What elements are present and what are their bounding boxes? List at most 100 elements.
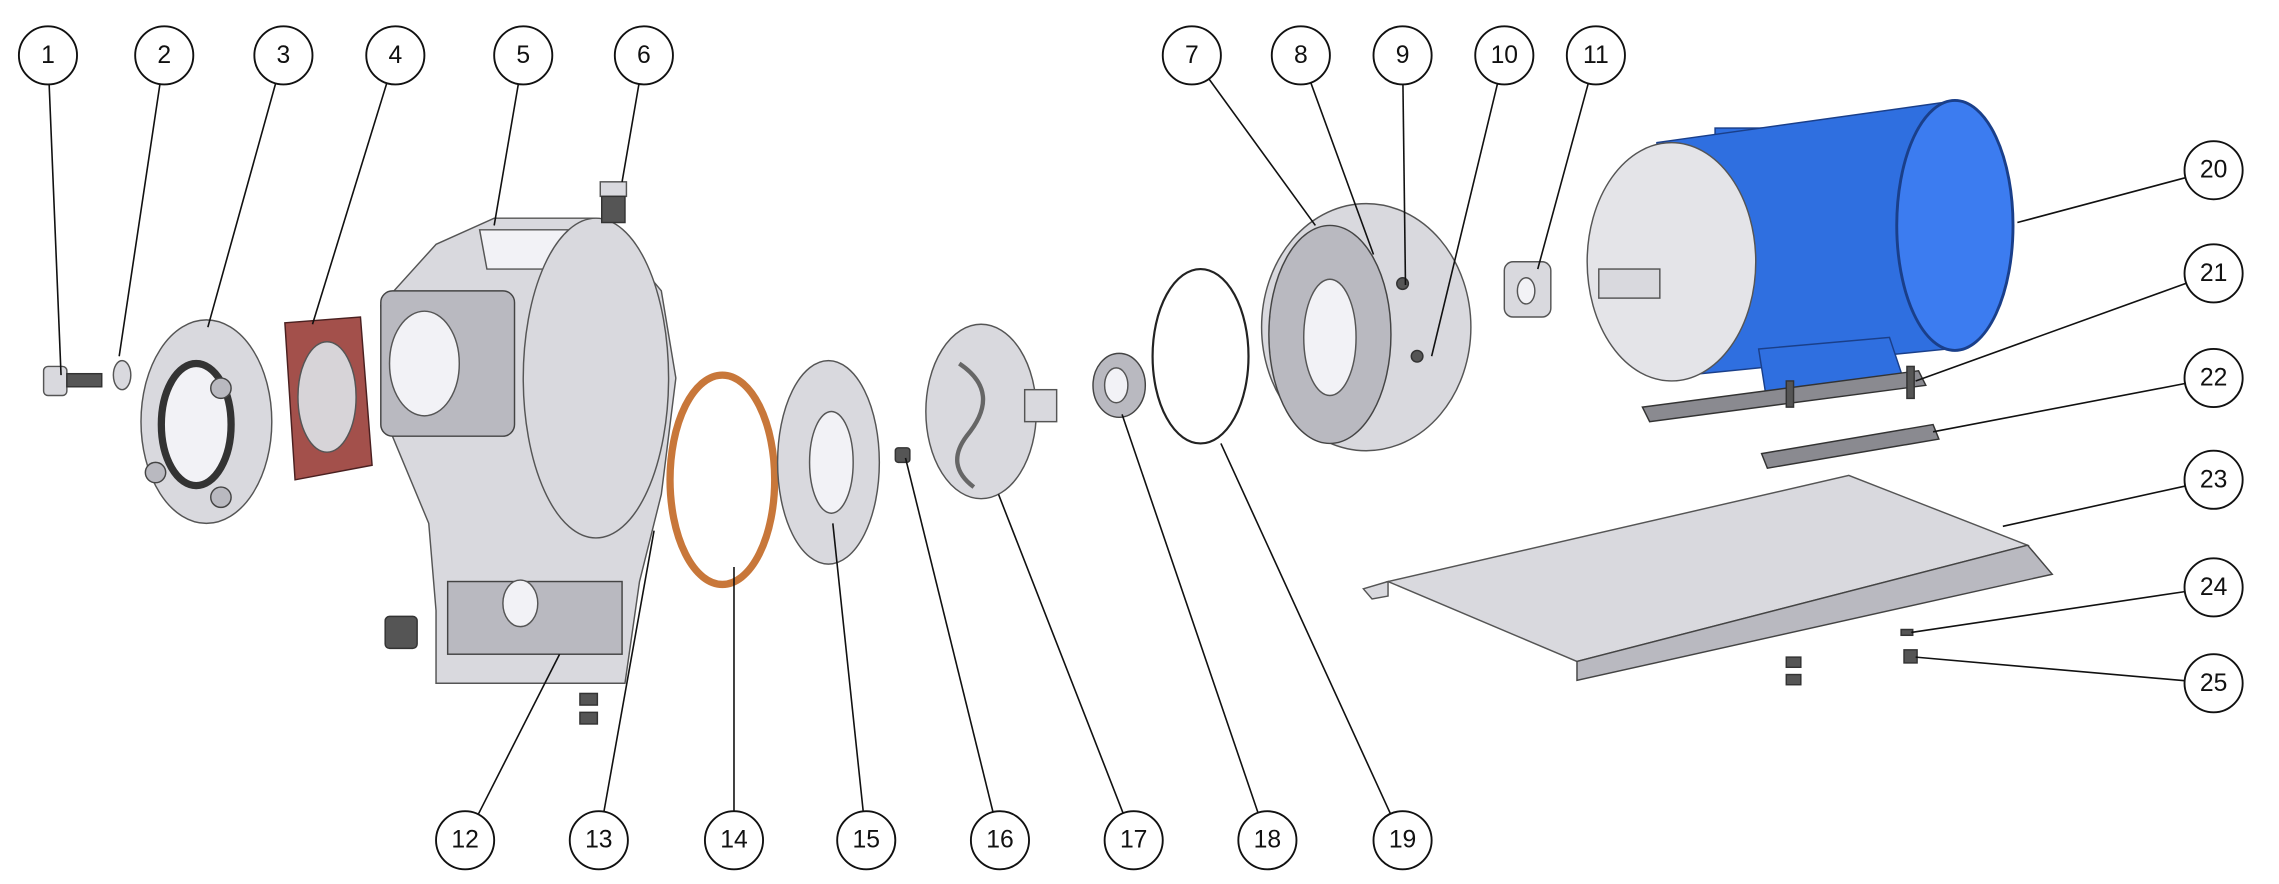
part-volute-gasket	[666, 371, 779, 589]
balloon-circle	[134, 25, 195, 86]
leader-line-18	[1121, 414, 1259, 813]
part-mechanical-seal	[1092, 352, 1147, 419]
balloon-label: 5	[516, 42, 530, 69]
leader-line-17	[997, 494, 1124, 814]
balloon-label: 7	[1185, 42, 1199, 69]
balloon-12: 12	[435, 810, 496, 871]
balloon-circle	[2183, 348, 2244, 409]
part-impeller	[925, 323, 1058, 500]
balloon-circle	[1372, 810, 1433, 871]
leader-line-15	[832, 523, 864, 812]
balloon-circle	[1372, 25, 1433, 86]
balloon-circle	[836, 810, 897, 871]
leader-line-19	[1220, 443, 1392, 815]
balloon-circle	[613, 25, 674, 86]
balloon-15: 15	[836, 810, 897, 871]
part-shaft-clamp	[1503, 261, 1552, 318]
balloon-3: 3	[253, 25, 314, 86]
balloon-13: 13	[568, 810, 629, 871]
balloon-label: 24	[2200, 574, 2227, 601]
balloon-19: 19	[1372, 810, 1433, 871]
balloon-circle	[253, 25, 314, 86]
balloon-label: 23	[2200, 466, 2227, 493]
part-hex-nut	[1903, 649, 1918, 664]
balloon-label: 2	[157, 42, 171, 69]
balloon-circle	[2183, 653, 2244, 714]
balloon-23: 23	[2183, 449, 2244, 510]
balloon-circle	[1474, 25, 1535, 86]
balloon-circle	[1237, 810, 1298, 871]
balloon-circle	[2183, 557, 2244, 618]
leader-line-9	[1402, 84, 1407, 286]
balloon-circle	[435, 810, 496, 871]
balloon-4: 4	[365, 25, 426, 86]
balloon-label: 3	[277, 42, 291, 69]
part-flange	[140, 319, 273, 525]
leader-line-5	[493, 83, 520, 226]
balloon-label: 13	[585, 827, 612, 854]
balloon-22: 22	[2183, 348, 2244, 409]
leader-line-4	[311, 82, 388, 325]
balloon-10: 10	[1474, 25, 1535, 86]
balloon-25: 25	[2183, 653, 2244, 714]
part-o-ring	[1151, 267, 1250, 445]
part-motor	[1586, 98, 2015, 423]
leader-lines	[48, 78, 2187, 815]
balloon-label: 4	[388, 42, 402, 69]
balloon-circle	[2183, 243, 2244, 304]
leader-line-1	[48, 84, 62, 376]
balloon-label: 14	[720, 827, 747, 854]
balloon-11: 11	[1565, 25, 1626, 86]
balloon-17: 17	[1103, 810, 1164, 871]
balloon-label: 22	[2200, 365, 2227, 392]
leader-line-2	[118, 84, 161, 357]
parts-layer	[42, 98, 2054, 725]
balloon-circle	[1103, 810, 1164, 871]
balloon-circle	[2183, 140, 2244, 201]
balloon-label: 25	[2200, 670, 2227, 697]
balloon-circle	[17, 25, 78, 86]
leader-line-23	[2002, 485, 2186, 528]
balloon-1: 1	[17, 25, 78, 86]
balloon-8: 8	[1270, 25, 1331, 86]
balloon-circle	[365, 25, 426, 86]
leader-line-22	[1932, 382, 2186, 433]
balloon-label: 8	[1294, 42, 1308, 69]
leader-line-16	[904, 457, 994, 813]
leader-line-7	[1208, 78, 1317, 226]
balloon-7: 7	[1161, 25, 1222, 86]
leader-line-25	[1915, 656, 2185, 682]
balloon-5: 5	[493, 25, 554, 86]
leader-line-6	[621, 83, 640, 182]
part-washer-small	[1900, 628, 1914, 637]
balloon-16: 16	[969, 810, 1030, 871]
part-drain-plug	[384, 615, 418, 650]
balloon-label: 15	[853, 827, 880, 854]
balloon-label: 18	[1254, 827, 1281, 854]
part-motor-adapter	[1260, 202, 1472, 452]
part-plug	[599, 181, 628, 224]
balloon-circle	[703, 810, 765, 871]
balloon-label: 20	[2200, 157, 2227, 184]
balloon-label: 16	[986, 827, 1013, 854]
balloon-label: 19	[1389, 827, 1416, 854]
balloon-circle	[568, 810, 629, 871]
part-base-plate	[1362, 474, 2054, 682]
leader-line-11	[1536, 83, 1590, 270]
leader-line-8	[1310, 82, 1375, 255]
balloon-label: 11	[1583, 42, 1609, 69]
balloon-9: 9	[1372, 25, 1433, 86]
balloon-circle	[493, 25, 554, 86]
balloon-label: 12	[451, 827, 478, 854]
balloon-14: 14	[703, 810, 765, 871]
balloon-2: 2	[134, 25, 195, 86]
balloon-circle	[1565, 25, 1626, 86]
leader-line-20	[2017, 176, 2186, 224]
balloon-21: 21	[2183, 243, 2244, 304]
part-base-nuts	[1785, 656, 1802, 686]
leader-line-12	[477, 653, 561, 815]
balloon-circle	[2183, 449, 2244, 510]
balloon-label: 10	[1491, 42, 1518, 69]
balloon-label: 9	[1396, 42, 1410, 69]
